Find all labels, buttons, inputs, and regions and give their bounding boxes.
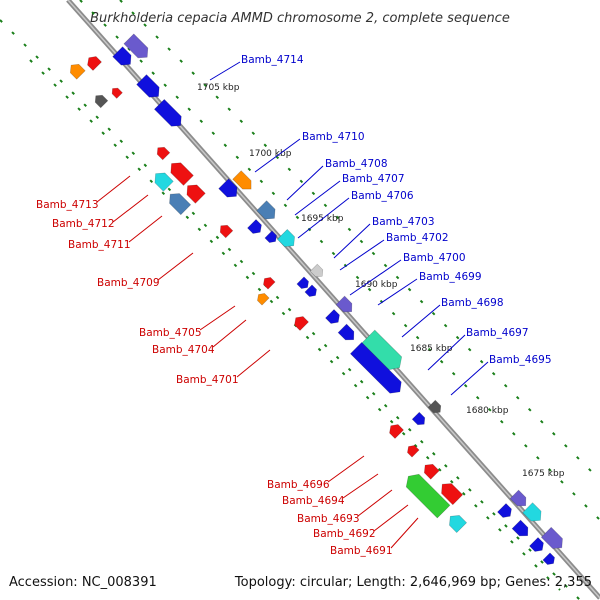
kbp-1680: 1680 kbp — [466, 406, 509, 416]
gene-label-Bamb_4706[interactable]: Bamb_4706 — [351, 190, 414, 202]
gene-arrow-d1[interactable] — [218, 178, 238, 198]
gene-label-Bamb_4714[interactable]: Bamb_4714 — [241, 54, 304, 66]
gene-arrow-g2[interactable] — [257, 293, 270, 306]
gene-label-Bamb_4701[interactable]: Bamb_4701 — [176, 374, 239, 386]
gene-arrow-h4[interactable] — [441, 483, 464, 506]
gene-label-Bamb_4704[interactable]: Bamb_4704 — [152, 344, 215, 356]
gene-arrow-d4[interactable] — [247, 219, 262, 234]
gene-label-Bamb_4703[interactable]: Bamb_4703 — [372, 216, 435, 228]
gene-label-Bamb_4705[interactable]: Bamb_4705 — [139, 327, 202, 339]
gene-arrow-e1[interactable] — [296, 276, 309, 289]
gene-arrow-i5[interactable] — [511, 519, 529, 537]
gene-arrow-b1[interactable] — [69, 63, 86, 80]
gene-arrow-h3[interactable] — [423, 463, 440, 480]
gene-arrow-i7[interactable] — [542, 552, 555, 565]
kbp-1700: 1700 kbp — [249, 149, 292, 159]
gene-arrow-i3[interactable] — [540, 526, 563, 549]
gene-arrow-h5[interactable] — [405, 473, 451, 519]
gene-arrow-c5[interactable] — [186, 184, 206, 204]
gene-label-Bamb_4696[interactable]: Bamb_4696 — [267, 479, 330, 491]
gene-label-Bamb_4710[interactable]: Bamb_4710 — [302, 131, 365, 143]
gene-arrow-h2[interactable] — [407, 445, 420, 458]
gene-arrow-i2[interactable] — [522, 502, 542, 522]
kbp-markers: 1705 kbp 1700 kbp 1695 kbp 1690 kbp 1685… — [197, 83, 565, 479]
gene-label-Bamb_4699[interactable]: Bamb_4699 — [419, 271, 482, 283]
gene-arrow-b2[interactable] — [87, 56, 102, 71]
plus-strand-labels — [209, 61, 489, 396]
gene-label-Bamb_4693[interactable]: Bamb_4693 — [297, 513, 360, 525]
kbp-1705: 1705 kbp — [197, 83, 240, 93]
gene-label-Bamb_4713[interactable]: Bamb_4713 — [36, 199, 99, 211]
accession-text: Accession: NC_008391 — [9, 575, 157, 590]
gene-arrow-d6[interactable] — [276, 228, 295, 247]
gene-arrow-e2[interactable] — [309, 263, 324, 278]
gene-arrow-a2[interactable] — [112, 46, 132, 66]
gene-arrow-h1[interactable] — [389, 424, 404, 439]
gene-arrow-e7[interactable] — [361, 329, 403, 371]
gene-arrow-i6[interactable] — [529, 537, 544, 552]
gene-arrow-d5[interactable] — [264, 230, 277, 243]
gene-label-Bamb_4694[interactable]: Bamb_4694 — [282, 495, 345, 507]
gene-arrow-i1[interactable] — [509, 489, 527, 507]
gene-arrow-b3[interactable] — [94, 94, 109, 109]
gene-arrow-a4[interactable] — [153, 98, 182, 127]
guide-line-outer-plus — [79, 0, 600, 521]
gene-arrow-e6[interactable] — [337, 323, 355, 341]
gene-label-Bamb_4702[interactable]: Bamb_4702 — [386, 232, 449, 244]
gene-arrow-g1[interactable] — [263, 277, 276, 290]
minus-strand-labels — [96, 175, 419, 549]
gene-arrow-c4[interactable] — [169, 193, 192, 216]
gene-arrow-i4[interactable] — [497, 503, 512, 518]
gene-label-Bamb_4692[interactable]: Bamb_4692 — [313, 528, 376, 540]
kbp-1685: 1685 kbp — [410, 344, 453, 354]
guide-line-outer-minus — [0, 19, 581, 600]
gene-arrow-c2[interactable] — [170, 162, 194, 186]
gene-label-Bamb_4691[interactable]: Bamb_4691 — [330, 545, 393, 557]
kbp-1690: 1690 kbp — [355, 280, 398, 290]
gene-label-Bamb_4708[interactable]: Bamb_4708 — [325, 158, 388, 170]
gene-arrow-b4[interactable] — [111, 87, 123, 99]
gene-arrow-h6[interactable] — [449, 515, 468, 534]
gene-label-Bamb_4707[interactable]: Bamb_4707 — [342, 173, 405, 185]
gene-arrow-f1[interactable] — [411, 411, 426, 426]
gene-arrow-e3[interactable] — [304, 284, 317, 297]
map-title: Burkholderia cepacia AMMD chromosome 2, … — [90, 11, 510, 26]
gene-label-Bamb_4695[interactable]: Bamb_4695 — [489, 354, 552, 366]
gene-arrow-c1[interactable] — [156, 146, 171, 161]
gene-arrow-f2[interactable] — [427, 399, 442, 414]
gene-arrow-e4[interactable] — [335, 295, 353, 313]
gene-label-Bamb_4709[interactable]: Bamb_4709 — [97, 277, 160, 289]
gene-arrow-e8[interactable] — [349, 341, 402, 394]
gene-arrow-d3[interactable] — [256, 200, 276, 220]
gene-arrow-c3[interactable] — [154, 172, 174, 192]
gene-label-Bamb_4697[interactable]: Bamb_4697 — [466, 327, 529, 339]
gene-arrow-d2[interactable] — [232, 170, 252, 190]
gene-arrow-e5[interactable] — [325, 309, 340, 324]
gene-label-Bamb_4712[interactable]: Bamb_4712 — [52, 218, 115, 230]
gene-label-Bamb_4711[interactable]: Bamb_4711 — [68, 239, 131, 251]
gene-label-Bamb_4700[interactable]: Bamb_4700 — [403, 252, 466, 264]
gene-features — [69, 33, 563, 565]
gene-arrow-a1[interactable] — [123, 33, 149, 59]
gene-arrow-g3[interactable] — [294, 316, 309, 331]
kbp-1675: 1675 kbp — [522, 469, 565, 479]
gene-arrow-a3[interactable] — [136, 74, 160, 98]
topology-text: Topology: circular; Length: 2,646,969 bp… — [234, 575, 592, 590]
gene-label-Bamb_4698[interactable]: Bamb_4698 — [441, 297, 504, 309]
guide-line-inner-plus — [119, 0, 600, 481]
gene-arrow-c6[interactable] — [219, 224, 234, 239]
